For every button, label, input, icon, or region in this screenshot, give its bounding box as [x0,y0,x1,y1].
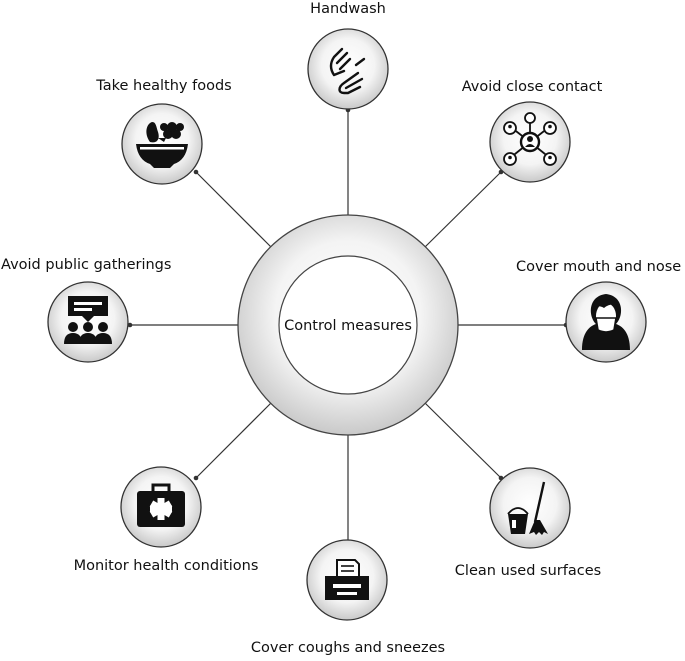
medical-kit-icon [137,483,185,527]
network-people-icon [503,112,557,166]
bucket-mop-icon [507,481,548,535]
connector-foods [195,171,272,248]
tissue-box-icon [325,559,369,600]
node-clean-surfaces [489,467,571,549]
crowd-speech-icon [64,296,112,344]
label-cover-mouth-nose: Cover mouth and nose [516,259,682,275]
label-clean-used-surfaces: Clean used surfaces [454,563,602,579]
label-take-healthy-foods: Take healthy foods [96,78,232,94]
face-mask-woman-icon [582,294,630,350]
connector-close-contact [424,171,502,248]
hub-ring [237,214,459,436]
label-monitor-health-conditions: Monitor health conditions [73,558,259,574]
hub-label: Control measures [284,318,412,334]
node-take-healthy-foods [121,103,203,185]
node-cover-mouth-nose [565,281,647,363]
label-avoid-public-gatherings: Avoid public gatherings [1,257,172,273]
node-avoid-close-contact [489,101,571,183]
hand-sign-icon [329,47,366,95]
node-monitor-health [120,466,202,548]
label-cover-coughs-sneezes: Cover coughs and sneezes [250,640,446,656]
fruit-bowl-icon [136,122,188,168]
connector-surfaces [424,402,502,479]
node-cover-coughs-sneezes [306,539,388,621]
label-handwash: Handwash [310,1,386,17]
node-handwash [307,28,389,110]
node-avoid-public-gatherings [47,281,129,363]
label-avoid-close-contact: Avoid close contact [461,79,603,95]
connector-health [195,402,272,479]
